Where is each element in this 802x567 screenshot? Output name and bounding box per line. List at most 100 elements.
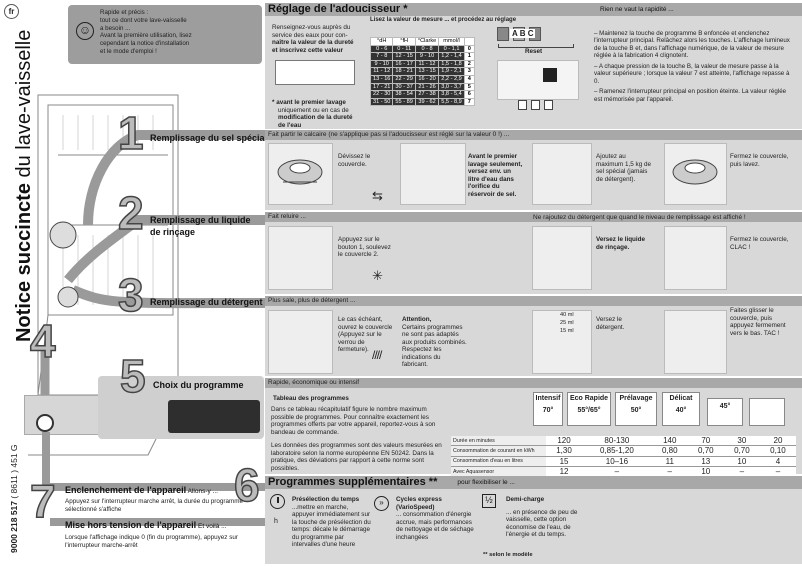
table-cell: 18 - 21 — [392, 67, 416, 76]
intro-line: et le mode d'emploi ! — [100, 47, 157, 55]
extra-item-3: Demi-charge ... en présence de peu de va… — [506, 496, 588, 539]
switch-on-title-main: Enclenchement de l'appareil — [65, 485, 187, 495]
row-label: Consommation de courant en kWh — [451, 445, 546, 457]
table-cell: 3,0 - 3,7 — [438, 82, 465, 92]
table-cell: 1,2 - 1,4 — [438, 52, 465, 61]
extra-item-title: Présélection du temps — [292, 496, 360, 503]
detergent-band: Plus sale, plus de détergent ... — [265, 296, 802, 306]
table-cell: 6 — [463, 90, 475, 99]
speed-icon: » — [374, 496, 389, 511]
extra-title: Programmes supplémentaires ** — [268, 476, 438, 489]
table-cell: 21 - 26 — [414, 82, 440, 92]
salt-text-1: Dévissez le couvercle. — [338, 153, 371, 168]
extra-item-title: Demi-charge — [506, 496, 545, 503]
prog-temp: 40° — [675, 407, 687, 415]
level-label: 25 ml — [560, 320, 574, 326]
softener-step: – Ramenez l'interrupteur principal en po… — [594, 88, 787, 103]
table-cell: 16 - 17 — [392, 59, 416, 69]
extra-item-text: ... en présence de peu de vaisselle, cet… — [506, 508, 578, 539]
softener-ask-line: naître la valeur de la dureté — [272, 39, 354, 47]
table-cell: 5 — [463, 82, 475, 92]
prog-temp: 45° — [719, 403, 731, 410]
rinse-text-1: Appuyez sur le bouton 1, soulevez le cou… — [338, 236, 391, 259]
detergent-text-1: Le cas échéant, ouvrez le couvercle (App… — [338, 316, 393, 354]
program-table-title: Tableau des programmes — [273, 395, 349, 402]
intro-text: Rapide et précis : tout ce dont votre la… — [100, 9, 260, 56]
table-row: °dH °fH °Clarke mmol/l — [369, 37, 475, 46]
step-number-2: 2 — [117, 187, 144, 239]
prog-temp: 50° — [630, 407, 642, 415]
level-label: 40 ml — [560, 312, 574, 318]
lang-badge: fr — [4, 4, 19, 19]
table-cell: 11 — [651, 456, 688, 468]
table-cell: 27 - 38 — [414, 90, 440, 99]
table-cell: 15 — [546, 456, 583, 468]
table-head — [463, 37, 475, 46]
table-cell: 3,8 - 5,4 — [438, 90, 465, 99]
intro-line: Avant la première utilisation, lisez — [100, 32, 192, 40]
salt-title: Remplissage du sel spécial — [150, 133, 268, 143]
doc-number-main: 9000 218 517 — [9, 501, 19, 553]
detergent-text-4: Faites glisser le couvercle, puis appuye… — [730, 307, 786, 337]
extra-item-text: ... consommation d'énergie accrue, mais … — [396, 511, 474, 541]
table-cell: 30 — [723, 436, 760, 447]
table-cell: 30 - 37 — [392, 82, 416, 92]
softener-note: * avant le premier lavage uniquement ou … — [272, 99, 367, 129]
detergent-warning-title: Attention, — [402, 316, 432, 323]
table-cell: 0 - 6 — [369, 44, 394, 54]
rinse-title: Remplissage du liquide de rinçage — [150, 215, 251, 238]
panel-illustration — [497, 60, 579, 100]
table-cell: 11 - 12 — [414, 59, 440, 69]
rinse-pour-illustration — [532, 226, 592, 290]
switch-on-title: Enclenchement de l'appareil Allons-y ... — [65, 485, 218, 496]
smiley-icon: ☺ — [76, 22, 94, 40]
rinse-open-illustration — [268, 226, 333, 290]
button-b-icon — [531, 100, 540, 110]
table-cell: 80-130 — [582, 436, 652, 447]
table-cell: 9 - 10 — [369, 59, 394, 69]
salt-text-3: Ajoutez au maximum 1,5 kg de sel spécial… — [596, 153, 651, 183]
intro-line: tout ce dont votre lave-vaisselle — [100, 16, 187, 24]
extra-sub: pour flexibiliser le ... — [457, 478, 515, 486]
softener-note-line: modification de la dureté — [278, 114, 353, 122]
table-cell: 17 - 21 — [369, 82, 394, 92]
salt-cap-icon — [672, 159, 718, 185]
button-a-icon[interactable] — [497, 27, 509, 41]
extra-item-2: Cycles express (VarioSpeed) ... consomma… — [396, 496, 476, 541]
hardness-value-field[interactable] — [275, 60, 355, 85]
switch-on-title-sub: Allons-y ... — [186, 488, 218, 495]
switch-off-title-main: Mise hors tension de l'appareil — [65, 520, 197, 530]
table-cell: 0,85-1,20 — [582, 445, 652, 457]
table-cell: 31 - 50 — [369, 97, 394, 107]
salt-text-2: Avant le premier lavage seulement, verse… — [468, 153, 523, 198]
softener-ask-line: et inscrivez cette valeur — [272, 46, 344, 54]
switch-on-text: Appuyez sur l'interrupteur marche arrêt,… — [65, 498, 243, 513]
salt-fill-illustration — [532, 143, 592, 205]
detergent-title: Remplissage du détergent — [150, 297, 263, 307]
intro-line: Rapide et précis : — [100, 9, 149, 16]
rinse-band: Fait reluire ... Ne rajoutez du détergen… — [265, 212, 802, 222]
table-cell: 20 — [759, 436, 796, 447]
prog-name: Délicat — [669, 395, 693, 402]
salt-water-illustration — [400, 143, 466, 205]
doc-number: 9000 218 517 ( 8611 ) 451 G — [9, 393, 21, 553]
table-cell: 16 - 20 — [414, 74, 440, 84]
table-head: °fH — [392, 37, 416, 46]
table-head: mmol/l — [438, 37, 465, 46]
program-title: Choix du programme — [153, 380, 244, 390]
table-cell: 140 — [651, 436, 688, 447]
table-cell: 0,80 — [651, 445, 688, 457]
program-desc-2: Les données des programmes sont des vale… — [271, 442, 442, 472]
step-number-6: 6 — [233, 459, 260, 511]
softener-right-note: Rien ne vaut la rapidité ... — [600, 6, 674, 13]
table-cell: 70 — [687, 436, 724, 447]
softener-note-line: uniquement ou en cas de — [278, 106, 349, 114]
softener-title: Réglage de l'adoucisseur * — [268, 3, 408, 16]
